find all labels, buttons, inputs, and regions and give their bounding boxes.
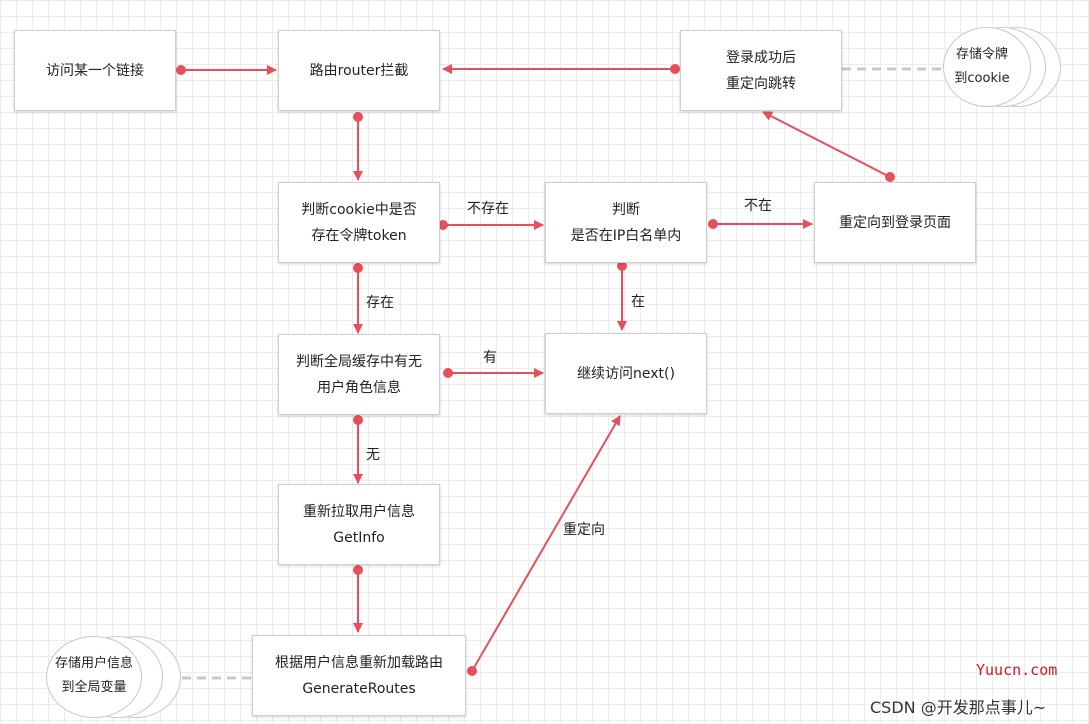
node-check-cookie-line-1: 判断cookie中是否 bbox=[301, 201, 417, 218]
node-check-cache-line-2: 用户角色信息 bbox=[317, 379, 401, 396]
node-router-intercept-line-1: 路由router拦截 bbox=[309, 62, 409, 79]
node-redirect-login-line-1: 重定向到登录页面 bbox=[839, 214, 951, 231]
node-load-routes-line-1: 根据用户信息重新加载路由 bbox=[275, 654, 443, 671]
node-check-ip-line-1: 判断 bbox=[612, 201, 640, 218]
edge-label-not-exist: 不存在 bbox=[467, 201, 509, 217]
edge-cookie-to-cache bbox=[353, 263, 363, 334]
edge-label-in: 在 bbox=[631, 294, 645, 310]
edge-fetch-to-routes bbox=[353, 565, 363, 633]
node-fetch-info-line-1: 重新拉取用户信息 bbox=[303, 503, 415, 520]
store-cookie-line-1: 存储令牌 bbox=[955, 47, 1008, 62]
node-login-redirect-line-1: 登录成功后 bbox=[726, 49, 796, 66]
edge-router-to-cookie bbox=[353, 112, 363, 181]
edge-cache-to-next bbox=[443, 368, 544, 378]
edge-label-redirect: 重定向 bbox=[563, 522, 605, 538]
store-global-line-1: 存储用户信息 bbox=[54, 656, 133, 671]
edge-label-exist: 存在 bbox=[366, 295, 394, 311]
edge-visit-to-router bbox=[176, 65, 277, 75]
node-check-ip-line-2: 是否在IP白名单内 bbox=[570, 227, 682, 244]
edge-cookie-to-ip bbox=[438, 220, 544, 230]
node-fetch-info: 重新拉取用户信息 GetInfo bbox=[278, 484, 440, 565]
node-visit-link-line-1: 访问某一个链接 bbox=[46, 62, 144, 79]
node-redirect-login: 重定向到登录页面 bbox=[814, 182, 976, 263]
edge-routes-to-next bbox=[467, 415, 621, 676]
watermark-author: CSDN @开发那点事儿~ bbox=[870, 698, 1047, 717]
store-disk-front bbox=[943, 27, 1031, 107]
store-disk-front bbox=[46, 636, 142, 718]
node-visit-link: 访问某一个链接 bbox=[14, 30, 176, 111]
node-login-redirect: 登录成功后 重定向跳转 bbox=[680, 30, 842, 111]
edge-ip-to-next bbox=[617, 261, 627, 331]
edge-label-none: 无 bbox=[366, 447, 380, 463]
node-check-ip: 判断 是否在IP白名单内 bbox=[545, 182, 707, 263]
node-fetch-info-line-2: GetInfo bbox=[333, 529, 385, 546]
node-load-routes-line-2: GenerateRoutes bbox=[302, 680, 416, 697]
node-check-cookie-line-2: 存在令牌token bbox=[311, 227, 407, 244]
node-login-redirect-line-2: 重定向跳转 bbox=[726, 75, 796, 92]
store-cookie-line-2: 到cookie bbox=[954, 71, 1010, 86]
edge-label-has: 有 bbox=[483, 350, 497, 366]
node-continue-next-line-1: 继续访问next() bbox=[577, 365, 675, 382]
edge-label-not-in: 不在 bbox=[744, 198, 772, 214]
node-check-cache: 判断全局缓存中有无 用户角色信息 bbox=[278, 334, 440, 415]
node-check-cookie: 判断cookie中是否 存在令牌token bbox=[278, 182, 440, 263]
edge-login-to-router bbox=[442, 64, 680, 74]
node-continue-next: 继续访问next() bbox=[545, 333, 707, 414]
watermark-site: Yuucn.com bbox=[976, 661, 1058, 679]
node-load-routes: 根据用户信息重新加载路由 GenerateRoutes bbox=[252, 635, 466, 716]
edge-cache-to-fetch bbox=[353, 415, 363, 484]
store-global-line-2: 到全局变量 bbox=[61, 680, 127, 695]
edge-ip-to-redirect-login bbox=[708, 219, 813, 229]
node-check-cache-line-1: 判断全局缓存中有无 bbox=[296, 353, 422, 370]
store-global-text: 存储用户信息 到全局变量 bbox=[44, 652, 144, 700]
edge-redirect-login-to-login bbox=[762, 111, 895, 182]
node-router-intercept: 路由router拦截 bbox=[278, 30, 440, 111]
store-cookie-text: 存储令牌 到cookie bbox=[943, 43, 1021, 91]
